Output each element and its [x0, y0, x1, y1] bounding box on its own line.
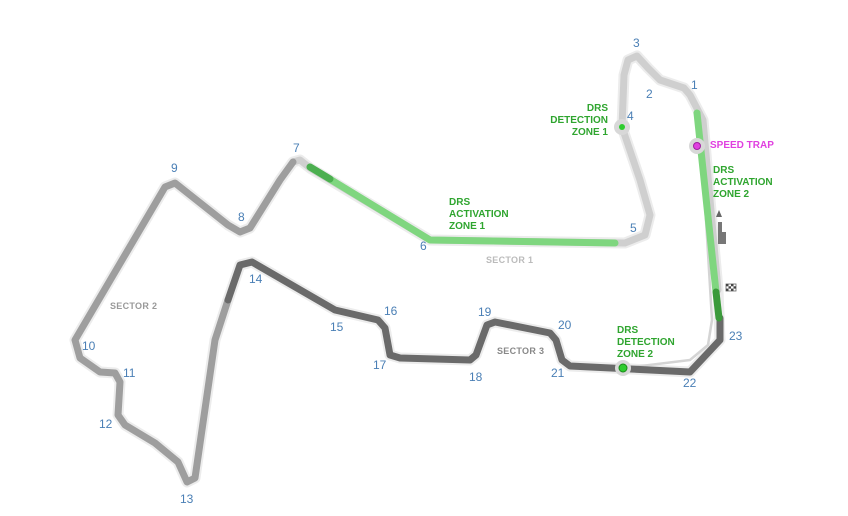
turn-6-label: 6: [420, 239, 427, 253]
drs-activation-zone-2-start: [712, 288, 723, 322]
turn-20-label: 20: [558, 318, 572, 332]
drs-detection-zone-1-label: DRS DETECTION ZONE 1: [540, 103, 608, 139]
turn-15-label: 15: [330, 320, 344, 334]
turn-10-label: 10: [82, 339, 96, 353]
speed-trap-marker-icon: [689, 138, 705, 154]
turn-7-label: 7: [293, 141, 300, 155]
drs-line: DRS: [713, 165, 735, 176]
speed-trap-label: SPEED TRAP: [710, 140, 774, 151]
sector-3-label: SECTOR 3: [497, 346, 545, 356]
sector-1-label: SECTOR 1: [486, 255, 534, 265]
drs-activation-zone-1-start: [306, 163, 334, 183]
drs-activation-zone-2-label: DRS ACTIVATION ZONE 2: [713, 165, 773, 201]
drs-activation-zone-1: [306, 163, 619, 247]
turn-21-label: 21: [551, 366, 565, 380]
sector-3-track: [224, 258, 724, 376]
turn-9-label: 9: [171, 161, 178, 175]
sector-2-label: SECTOR 2: [110, 301, 158, 311]
turn-2-label: 2: [646, 87, 653, 101]
checkered-flag-icon: [725, 283, 737, 292]
drs-line: DRS: [586, 103, 608, 114]
drs-detection-zone-2-label: DRS DETECTION ZONE 2: [617, 325, 675, 361]
turn-19-label: 19: [478, 305, 492, 319]
turn-12-label: 12: [99, 417, 113, 431]
turn-22-label: 22: [683, 376, 697, 390]
turn-11-label: 11: [123, 366, 136, 380]
drs-line: ZONE 1: [571, 127, 608, 138]
drs-line: DRS: [617, 325, 639, 336]
drs-line: ZONE 1: [449, 221, 486, 232]
turn-16-label: 16: [384, 304, 398, 318]
turn-3-label: 3: [633, 36, 640, 50]
turn-13-label: 13: [180, 492, 194, 506]
turn-17-label: 17: [373, 358, 387, 372]
drs-line: ZONE 2: [713, 189, 750, 200]
turn-14-label: 14: [249, 272, 263, 286]
drs-line: ACTIVATION: [449, 209, 509, 220]
drs-detection-marker-icon: [614, 119, 630, 135]
drs-line: DETECTION: [617, 337, 675, 348]
drs-line: ACTIVATION: [713, 177, 773, 188]
drs-line: ZONE 2: [617, 349, 654, 360]
turn-18-label: 18: [469, 370, 483, 384]
pit-building-icon: [716, 210, 726, 244]
drs-line: DRS: [449, 197, 471, 208]
turn-1-label: 1: [691, 78, 698, 92]
sector-2-track: [71, 158, 297, 486]
turn-5-label: 5: [630, 221, 637, 235]
turn-4-label: 4: [627, 109, 634, 123]
drs-detection-marker-icon: [615, 360, 631, 376]
turn-23-label: 23: [729, 329, 743, 343]
turn-8-label: 8: [238, 210, 245, 224]
drs-activation-zone-1-label: DRS ACTIVATION ZONE 1: [449, 197, 509, 233]
drs-line: DETECTION: [550, 115, 608, 126]
